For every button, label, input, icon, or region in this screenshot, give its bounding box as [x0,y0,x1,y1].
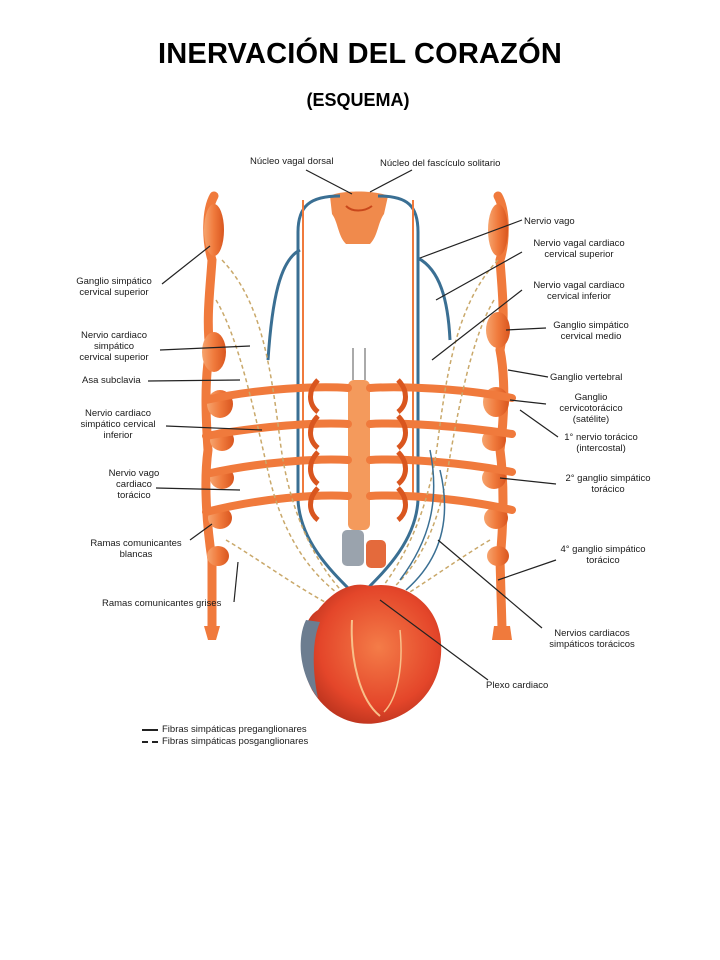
sympathetic-postganglionic-fibers [215,259,499,611]
spinal-nerve-loops [308,378,408,522]
sympathetic-preganglionic-fibers [399,449,446,591]
label-nucleo-fasciculo-solitario: Núcleo del fascículo solitario [380,158,501,169]
page-subtitle: (ESQUEMA) [306,90,410,110]
spinal-cord [348,348,370,530]
right-sympathetic-chain [482,191,512,640]
spinal-nerves [202,383,516,516]
leader-lines [147,169,559,681]
legend-postganglionic-label: Fibras simpáticas posganglionares [162,736,309,747]
label-asa-subclavia: Asa subclavia [82,375,141,386]
legend-dashed-line-icon [142,740,158,743]
brainstem [330,191,388,244]
label-ramas-comunicantes-grises: Ramas comunicantes grises [102,598,222,609]
left-sympathetic-chain [201,191,234,640]
label-nucleo-vagal-dorsal: Núcleo vagal dorsal [250,156,334,167]
legend-preganglionic-label: Fibras simpáticas preganglionares [162,724,307,735]
label-ganglio-vertebral: Ganglio vertebral [550,372,623,383]
label-nervio-vago: Nervio vago [524,216,575,227]
legend-postganglionic: Fibras simpáticas posganglionares [142,736,308,747]
label-plexo-cardiaco: Plexo cardiaco [486,680,549,691]
label-primer-nervio-toracico: 1° nervio torácico(intercostal) [564,432,638,454]
legend-preganglionic: Fibras simpáticas preganglionares [142,724,307,735]
legend-solid-line-icon [142,728,158,731]
vagus-nerve-orange-sheath [302,200,414,500]
page-title: INERVACIÓN DEL CORAZÓN [158,38,562,70]
